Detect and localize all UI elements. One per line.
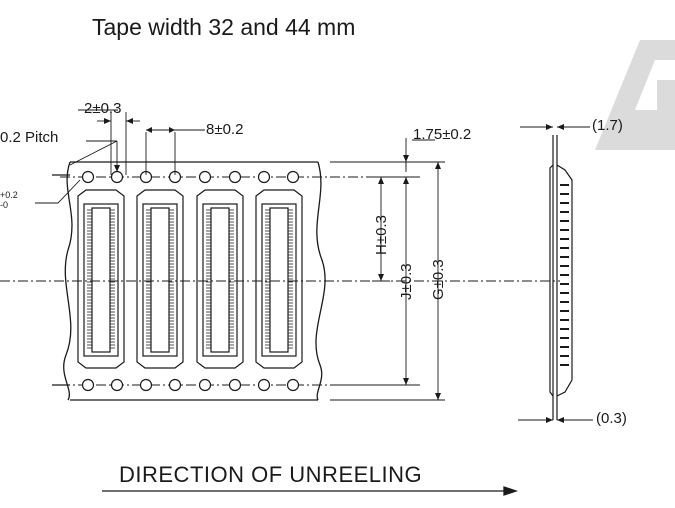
j-dimension-label: J±0.3 — [398, 263, 415, 300]
sprocket-holes — [81, 170, 300, 392]
side-view-contacts — [560, 184, 569, 366]
pocket-pitch-label: 8±0.2 — [206, 121, 244, 138]
reel-logo-watermark — [595, 40, 675, 150]
tape-left-break — [63, 161, 73, 401]
tape-thickness-label: (1.7) — [592, 117, 623, 134]
pocket — [77, 189, 125, 369]
pockets — [77, 189, 303, 369]
page-title: Tape width 32 and 44 mm — [92, 14, 356, 40]
direction-arrow — [102, 486, 519, 496]
edge-to-hole-label: 1.75±0.2 — [413, 126, 472, 143]
pocket — [136, 189, 184, 369]
g-dimension-label: G±0.3 — [430, 259, 447, 300]
tol-minus-label: -0 — [0, 200, 9, 210]
pocket — [196, 189, 244, 369]
tape-right-break — [315, 161, 326, 401]
pitch-label: 0.2 Pitch — [0, 129, 59, 146]
pocket — [255, 189, 303, 369]
carrier-thickness-label: (0.3) — [596, 410, 627, 427]
side-view — [549, 135, 573, 420]
tol-plus-label: +0.2 — [0, 190, 18, 200]
h-dimension-label: H±0.3 — [373, 215, 390, 255]
hole-diameter-label: 2±0.3 — [84, 100, 122, 117]
direction-label: DIRECTION OF UNREELING — [119, 462, 423, 487]
